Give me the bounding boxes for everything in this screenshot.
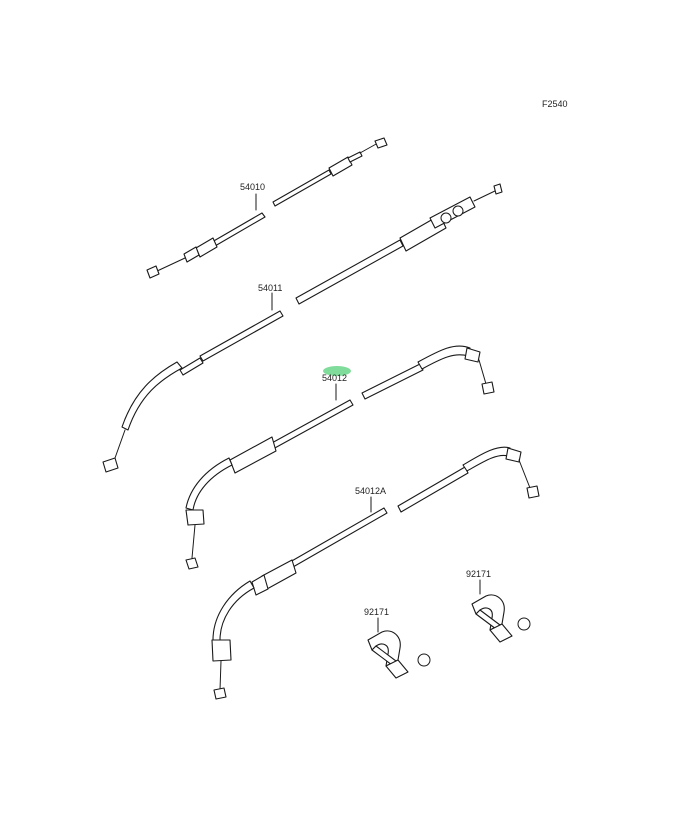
cable-54011[interactable]: 54011 xyxy=(102,183,503,473)
figure-code: F2540 xyxy=(542,99,568,109)
cable-54010-upper-section xyxy=(272,137,388,207)
callout-54012A: 54012A xyxy=(355,486,386,496)
callout-92171-left: 92171 xyxy=(364,607,389,617)
cable-54012A-lower-section xyxy=(211,507,388,700)
cable-54012A-upper-section xyxy=(397,446,540,513)
callout-54011: 54011 xyxy=(258,283,282,293)
cable-54012A[interactable]: 54012A xyxy=(211,446,540,700)
clamp-92171-left[interactable]: 92171 xyxy=(364,607,431,679)
cable-54010-lower-section xyxy=(146,212,266,279)
callout-54012: 54012 xyxy=(322,373,347,383)
cable-54012[interactable]: 54012 xyxy=(185,345,495,570)
cable-54012-lower-section xyxy=(185,399,354,570)
callout-54012-highlight xyxy=(323,366,351,376)
callout-54010: 54010 xyxy=(240,182,265,192)
cable-54011-upper-section xyxy=(295,183,503,305)
cable-54011-lower-section xyxy=(102,310,284,473)
clamp-92171-right[interactable]: 92171 xyxy=(466,569,531,643)
cable-54010[interactable]: 54010 xyxy=(146,137,388,279)
callout-92171-right: 92171 xyxy=(466,569,491,579)
cable-54012-upper-section xyxy=(361,345,495,400)
